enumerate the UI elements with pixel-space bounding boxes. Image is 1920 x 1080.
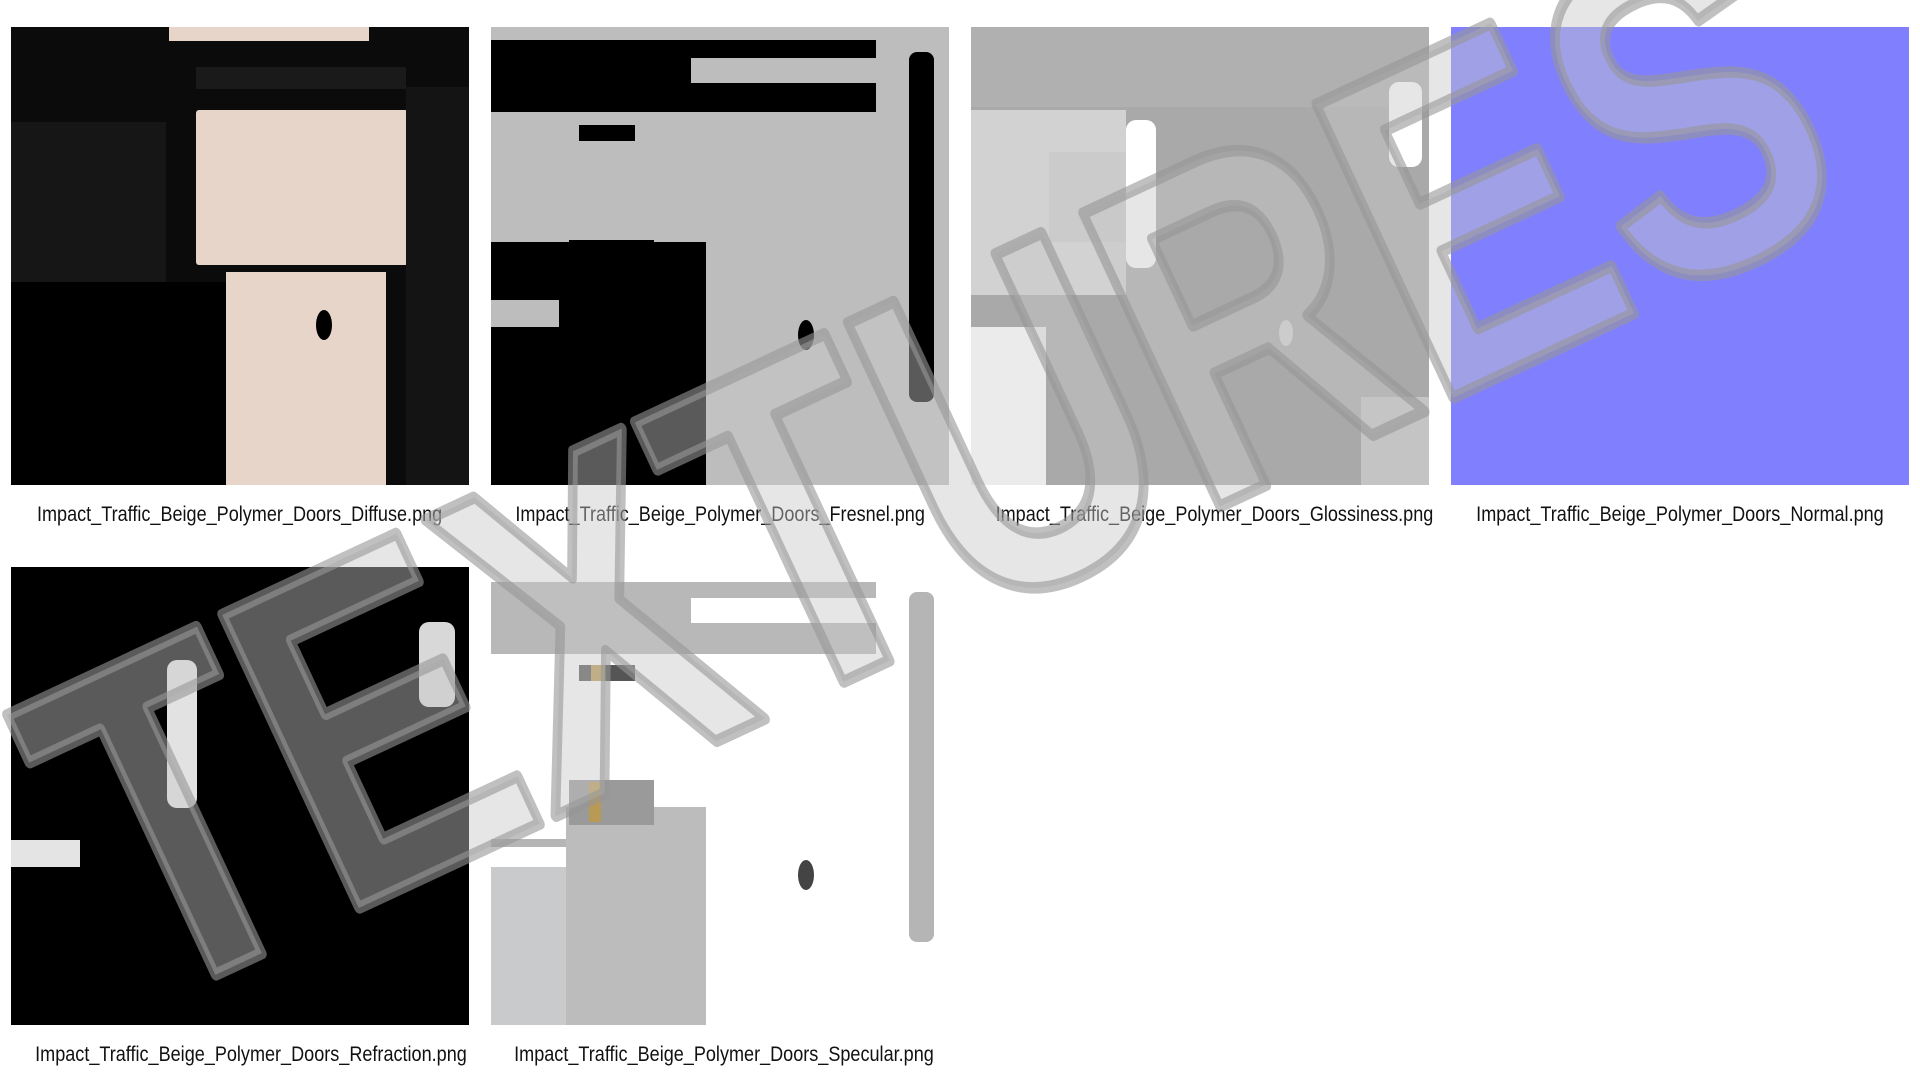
specular-left-strip bbox=[491, 839, 566, 847]
glossiness-white-slot-2 bbox=[1389, 82, 1422, 167]
fresnel-gray-slot bbox=[691, 58, 896, 83]
fresnel-right-post bbox=[909, 52, 934, 402]
texture-thumbnail-normal[interactable] bbox=[1451, 27, 1909, 485]
diffuse-region-panel bbox=[11, 122, 166, 282]
specular-detail-gold bbox=[591, 665, 605, 681]
glossiness-handle bbox=[1279, 320, 1293, 346]
diffuse-right-strip bbox=[406, 87, 469, 485]
specular-white-slot bbox=[691, 598, 896, 623]
fresnel-black-block bbox=[491, 242, 706, 485]
refraction-white-slot-1 bbox=[167, 660, 197, 808]
glossiness-texture-bottomright bbox=[1361, 397, 1429, 485]
diffuse-bar bbox=[196, 67, 406, 89]
glossiness-white-bottom bbox=[971, 327, 1046, 485]
specular-right-post bbox=[909, 592, 934, 942]
glossiness-top-band bbox=[971, 27, 1429, 107]
diffuse-beige-lower bbox=[226, 272, 386, 485]
diffuse-beige-upper bbox=[196, 110, 408, 265]
texture-caption: Impact_Traffic_Beige_Polymer_Doors_Gloss… bbox=[995, 503, 1434, 526]
glossiness-white-slot-1 bbox=[1126, 120, 1156, 268]
specular-left-panel bbox=[491, 867, 566, 1025]
texture-caption: Impact_Traffic_Beige_Polymer_Doors_Specu… bbox=[514, 1043, 934, 1066]
fresnel-gray-inset bbox=[491, 300, 559, 327]
texture-caption: Impact_Traffic_Beige_Polymer_Doors_Refra… bbox=[35, 1043, 467, 1066]
specular-handle bbox=[798, 860, 814, 890]
texture-thumbnail-refraction[interactable] bbox=[11, 567, 469, 1025]
fresnel-black-block-top bbox=[569, 240, 654, 280]
specular-block bbox=[566, 807, 706, 1025]
fresnel-handle bbox=[798, 320, 814, 350]
diffuse-beige-top bbox=[169, 27, 369, 41]
diffuse-handle bbox=[316, 310, 332, 340]
texture-caption: Impact_Traffic_Beige_Polymer_Doors_Norma… bbox=[1476, 503, 1884, 526]
specular-block-detail bbox=[569, 780, 654, 825]
specular-block-gold bbox=[589, 782, 601, 822]
texture-thumbnail-specular[interactable] bbox=[491, 567, 949, 1025]
texture-thumbnail-diffuse[interactable] bbox=[11, 27, 469, 485]
texture-thumbnail-glossiness[interactable] bbox=[971, 27, 1429, 485]
refraction-white-slot-2 bbox=[419, 622, 455, 707]
glossiness-light-panel-2 bbox=[1049, 152, 1126, 242]
diffuse-region-bottomleft bbox=[11, 282, 226, 485]
texture-thumbnail-fresnel[interactable] bbox=[491, 27, 949, 485]
refraction-white-bar bbox=[11, 840, 80, 867]
specular-detail-1 bbox=[579, 665, 635, 681]
texture-caption: Impact_Traffic_Beige_Polymer_Doors_Fresn… bbox=[515, 503, 925, 526]
fresnel-black-small bbox=[579, 125, 635, 141]
texture-caption: Impact_Traffic_Beige_Polymer_Doors_Diffu… bbox=[37, 503, 443, 526]
